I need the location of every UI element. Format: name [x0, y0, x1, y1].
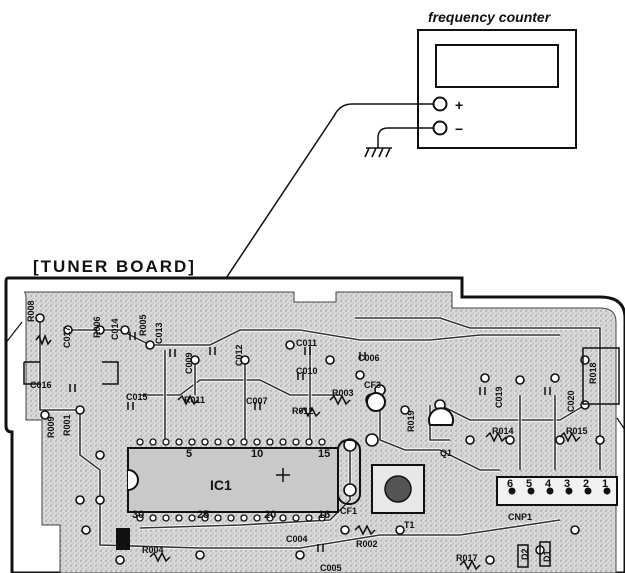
- cnp1-pin-4: 4: [545, 478, 552, 490]
- component-label-r009: R009: [46, 416, 56, 438]
- r018-outline: [582, 347, 620, 405]
- component-label-r002: R002: [356, 539, 378, 549]
- ic1-package: [127, 438, 339, 522]
- component-label-r011: R011: [184, 395, 205, 405]
- component-label-r014: R014: [492, 426, 514, 436]
- minus-terminal: [432, 120, 448, 136]
- component-label-r004: R004: [142, 545, 164, 555]
- frequency-counter: frequency counter + −: [417, 9, 577, 149]
- plus-terminal-label: +: [455, 97, 463, 113]
- diode-body: [116, 528, 130, 550]
- component-label-c006: C006: [358, 353, 380, 363]
- component-label-ic1: IC1: [210, 477, 232, 493]
- component-label-r006: R006: [92, 316, 102, 338]
- component-glyphs: [35, 332, 581, 571]
- component-label-r003: R003: [332, 388, 354, 398]
- component-label-d1: D1: [542, 550, 552, 562]
- component-label-c007: C007: [246, 396, 268, 406]
- q1-body: [428, 407, 454, 426]
- component-label-c004: C004: [286, 534, 308, 544]
- component-label-r019: R019: [406, 410, 416, 432]
- edge-leader-line: [616, 417, 625, 431]
- cnp1-pin-5: 5: [526, 478, 532, 490]
- ic1-pin-16: 16: [318, 509, 330, 521]
- component-label-c010: C010: [296, 366, 318, 376]
- ic1-pin-numbers: 5 10 15 30 25 20 16: [132, 448, 330, 521]
- frequency-counter-display: [435, 44, 559, 88]
- cnp1-pin-3: 3: [564, 478, 570, 490]
- ic1-pin-25: 25: [197, 509, 209, 521]
- component-label-cf1: CF1: [340, 506, 357, 516]
- cf3-body: [366, 392, 386, 412]
- cnp1-pin-1: 1: [602, 478, 608, 490]
- component-label-c005: C005: [320, 563, 342, 573]
- component-label-c012: C012: [234, 344, 244, 366]
- cf1-body: [337, 439, 361, 505]
- component-label-q1: Q1: [440, 448, 452, 458]
- component-label-r001: R001: [62, 414, 72, 436]
- ground-symbol: [364, 147, 392, 158]
- component-label-c019: C019: [494, 386, 504, 408]
- component-label-c016: C016: [30, 380, 52, 390]
- leader-line: [4, 321, 23, 345]
- frequency-counter-title: frequency counter: [428, 9, 552, 25]
- component-label-r017: R017: [456, 553, 478, 563]
- ic1-pin-10: 10: [251, 448, 263, 460]
- ic1-pin-20: 20: [264, 509, 276, 521]
- board-title: [TUNER BOARD]: [33, 257, 196, 276]
- component-label-d2: D2: [520, 548, 530, 560]
- pcb-pads: [35, 313, 605, 565]
- component-label-c017: C017: [62, 326, 72, 348]
- component-label-r018: R018: [588, 362, 598, 384]
- d2-body: [517, 544, 529, 568]
- component-label-c020: C020: [566, 390, 576, 412]
- component-label-cf3: CF3: [364, 380, 381, 390]
- pcb-traces: [38, 316, 602, 550]
- minus-terminal-label: −: [455, 121, 463, 137]
- ic1-pin-5: 5: [186, 448, 192, 460]
- component-label-r012: R012: [292, 406, 314, 416]
- c016-outline: [23, 361, 119, 385]
- component-label-c011: C011: [296, 338, 317, 348]
- component-label-r015: R015: [566, 426, 588, 436]
- ic1-pin-15: 15: [318, 448, 330, 460]
- cnp1-pin-2: 2: [583, 478, 589, 490]
- cnp1-pin-6: 6: [507, 478, 513, 490]
- component-label-cnp1: CNP1: [508, 512, 532, 522]
- component-label-c009: C009: [184, 352, 194, 374]
- component-label-c013: C013: [154, 322, 164, 344]
- component-label-r008: R008: [26, 300, 36, 322]
- plus-terminal: [432, 96, 448, 112]
- component-label-t1: T1: [404, 520, 415, 530]
- cnp1-connector: [496, 476, 618, 506]
- ground-lead: [377, 127, 433, 148]
- ic1-pin-30: 30: [132, 509, 144, 521]
- component-label-r005: R005: [138, 314, 148, 336]
- component-label-c014: C014: [110, 318, 120, 340]
- t1-body: [371, 464, 425, 514]
- d1-body: [539, 541, 551, 567]
- probe-lead: [144, 103, 433, 401]
- component-label-c015: C015: [126, 392, 148, 402]
